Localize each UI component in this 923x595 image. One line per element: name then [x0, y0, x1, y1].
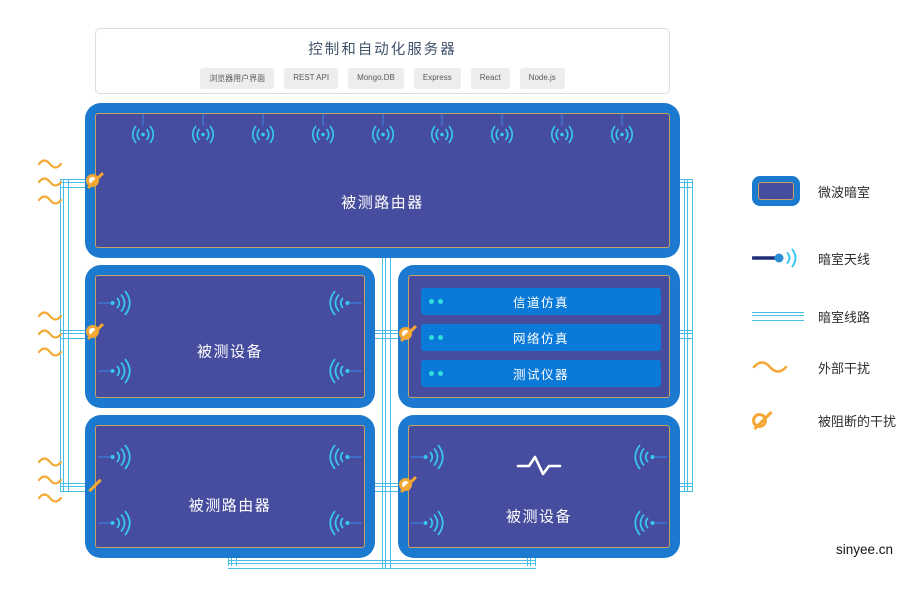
legend-item-interference: 外部干扰	[752, 359, 871, 376]
chamber-device-bottom: 被测设备	[398, 415, 680, 558]
wire-line	[382, 250, 391, 569]
status-dots-icon	[429, 335, 443, 340]
interference-wave-icon	[37, 310, 63, 322]
antenna-icon	[188, 114, 218, 144]
interference-wave-icon	[37, 158, 63, 170]
antenna-icon	[324, 444, 362, 470]
wire-line	[228, 560, 536, 569]
antenna-icon	[98, 290, 136, 316]
blocked-interference-icon	[86, 174, 99, 187]
server-box: 控制和自动化服务器 浏览器用户界面 REST API Mongo.DB Expr…	[95, 28, 670, 94]
wire-line	[228, 550, 237, 566]
antenna-icon	[324, 290, 362, 316]
wire-line	[370, 483, 404, 492]
bar-test-instrument: 测试仪器	[421, 360, 661, 387]
antenna-icon	[98, 358, 136, 384]
status-dots-icon	[429, 299, 443, 304]
legend-item-chamber: 微波暗室	[752, 176, 870, 206]
wire-line	[60, 179, 94, 188]
antenna-icon	[98, 444, 136, 470]
antenna-icon	[98, 510, 136, 536]
chamber-panel: 被测设备	[408, 425, 670, 548]
bar-network-emulation: 网络仿真	[421, 324, 661, 351]
antenna-icon	[128, 114, 158, 144]
chamber-label: 被测设备	[505, 508, 573, 526]
chamber-label: 被测路由器	[341, 194, 424, 212]
chamber-device-mid: 被测设备	[85, 265, 375, 408]
legend-label: 暗室线路	[818, 310, 871, 325]
antenna-icon	[547, 114, 577, 144]
antenna-row	[128, 114, 637, 144]
tag-rest-api: REST API	[284, 68, 339, 89]
antenna-icon	[248, 114, 278, 144]
wire-line	[370, 330, 404, 339]
tag-mongodb: Mongo.DB	[348, 68, 404, 89]
blocked-interference-icon	[399, 327, 412, 340]
antenna-icon	[411, 444, 449, 470]
chamber-router-bottom: 被测路由器	[85, 415, 375, 558]
blocked-interference-icon	[399, 478, 412, 491]
tag-browser-ui: 浏览器用户界面	[200, 68, 275, 89]
interference-wave-icon	[37, 492, 63, 504]
antenna-icon	[607, 114, 637, 144]
server-title: 控制和自动化服务器	[308, 42, 457, 58]
chamber-icon	[752, 176, 800, 206]
antenna-icon	[368, 114, 398, 144]
tag-react: React	[470, 68, 510, 89]
legend-item-lines: 暗室线路	[752, 310, 870, 325]
chamber-panel: 被测设备	[95, 275, 365, 398]
chamber-router-top: 被测路由器	[85, 103, 680, 258]
wire-line	[60, 483, 94, 492]
antenna-icon	[427, 114, 457, 144]
chamber-panel: 被测路由器	[95, 113, 670, 248]
wire-line	[60, 330, 94, 339]
interference-wave-icon	[37, 328, 63, 340]
interference-wave-icon	[752, 361, 788, 373]
status-dots-icon	[429, 371, 443, 376]
blocked-interference-icon	[752, 412, 767, 428]
legend-label: 被阻断的干扰	[818, 413, 897, 429]
tag-express: Express	[413, 68, 461, 89]
bar-label: 网络仿真	[512, 332, 569, 346]
legend-label: 微波暗室	[818, 184, 871, 200]
wire-line	[684, 179, 693, 492]
server-tags: 浏览器用户界面 REST API Mongo.DB Express React …	[96, 68, 669, 89]
legend-label: 暗室天线	[818, 251, 871, 267]
antenna-icon	[629, 444, 667, 470]
interference-wave-icon	[37, 194, 63, 206]
antenna-icon	[324, 358, 362, 384]
chamber-label: 被测设备	[196, 343, 264, 361]
interference-wave-icon	[37, 176, 63, 188]
waveform-icon	[516, 452, 562, 480]
tag-nodejs: Node.js	[519, 68, 565, 89]
chamber-emulation: 信道仿真 网络仿真 测试仪器	[398, 265, 680, 408]
bar-label: 信道仿真	[512, 296, 569, 310]
bar-label: 测试仪器	[512, 368, 569, 382]
chamber-panel: 信道仿真 网络仿真 测试仪器	[408, 275, 670, 398]
blocked-interference-icon	[86, 325, 99, 338]
wire-lines-icon	[752, 312, 804, 321]
legend-label: 外部干扰	[818, 360, 871, 376]
antenna-icon	[487, 114, 517, 144]
watermark: sinyee.cn	[836, 542, 894, 557]
bar-channel-emulation: 信道仿真	[421, 288, 661, 315]
antenna-icon	[308, 114, 338, 144]
antenna-icon	[324, 510, 362, 536]
antenna-icon	[629, 510, 667, 536]
interference-wave-icon	[37, 346, 63, 358]
antenna-icon	[411, 510, 449, 536]
interference-wave-icon	[37, 474, 63, 486]
legend-item-antenna: 暗室天线	[752, 246, 870, 270]
chamber-panel: 被测路由器	[95, 425, 365, 548]
legend-item-blocked: 被阻断的干扰	[752, 409, 896, 431]
wire-line	[527, 550, 536, 566]
antenna-icon	[752, 248, 797, 268]
interference-wave-icon	[37, 456, 63, 468]
chamber-label: 被测路由器	[188, 497, 272, 515]
